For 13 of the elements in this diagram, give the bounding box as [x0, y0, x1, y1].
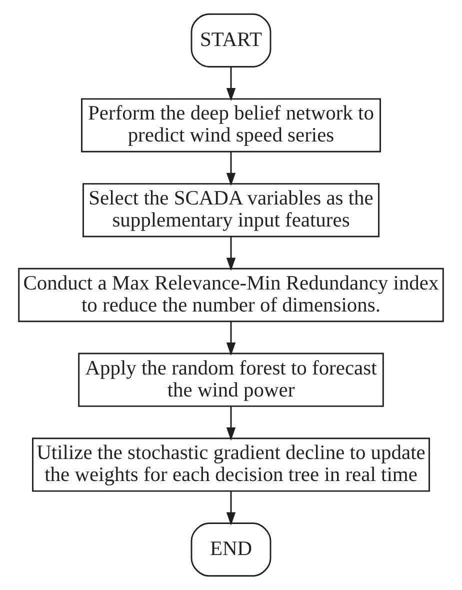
node-box: Select the SCADA variables as the supplementary input features [82, 183, 380, 238]
arrow [226, 322, 236, 356]
arrow [226, 406, 236, 441]
arrow [226, 491, 236, 526]
node-box: START [190, 13, 272, 68]
arrow [226, 66, 236, 102]
node-box: Conduct a Max Relevance-Min Redundancy index to reduce the number of dimensions. [18, 268, 444, 322]
arrow [226, 152, 236, 186]
node-box: END [190, 522, 272, 577]
arrow [226, 236, 236, 271]
node-box: Perform the deep belief network to predict wind speed series [81, 98, 381, 152]
node-box: Utilize the stochastic gradient decline to update the weights for each decision tree in real time [32, 438, 430, 492]
node-box: Apply the random forest to forecast the wind power [78, 352, 384, 407]
